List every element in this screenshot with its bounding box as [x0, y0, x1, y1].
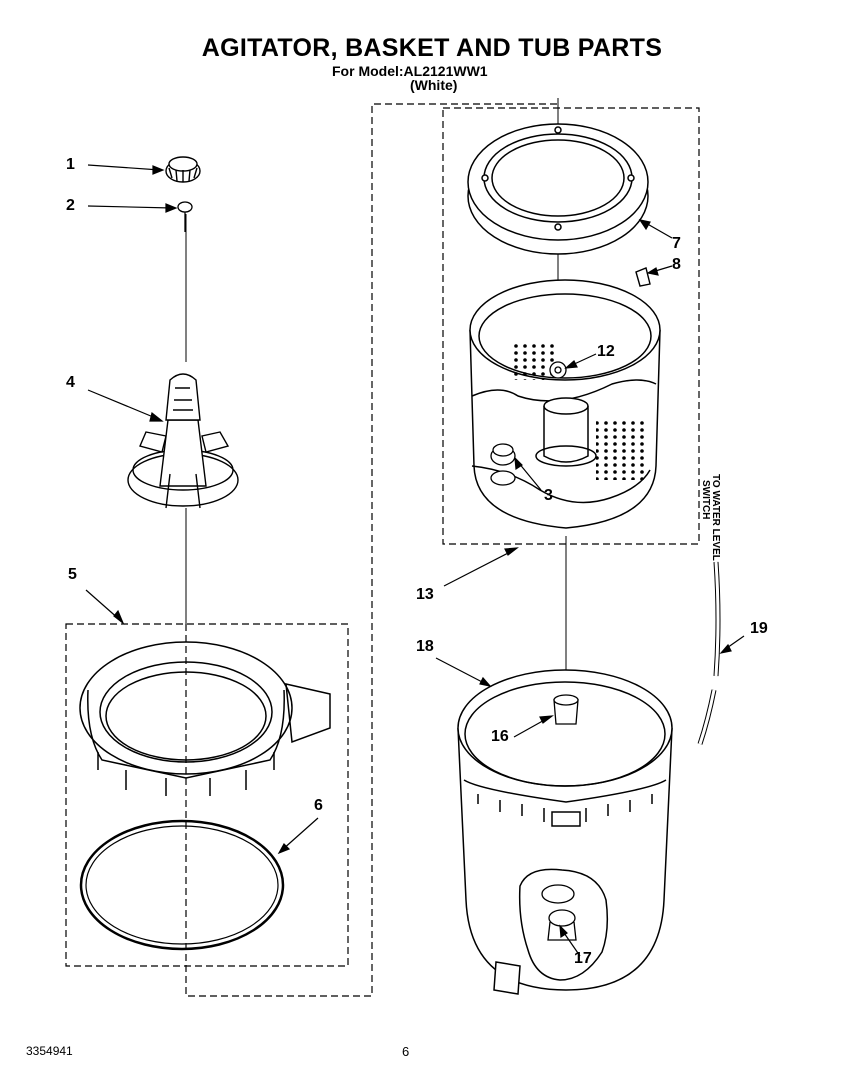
part-17-drain-hose-adapter [541, 884, 577, 941]
basket [469, 279, 661, 529]
part-4-agitator [127, 373, 239, 509]
callout-13: 13 [416, 586, 434, 603]
callout-5: 5 [68, 566, 77, 583]
callout-8: 8 [672, 256, 681, 273]
callout-12: 12 [597, 343, 615, 360]
callout-6: 6 [314, 797, 323, 814]
part-12-nut [549, 361, 567, 379]
callout-2: 2 [66, 197, 75, 214]
shaft-path-outline [185, 103, 558, 997]
part-16-hub [553, 694, 579, 725]
part-5-tub-ring [79, 641, 331, 796]
callout-7: 7 [672, 235, 681, 252]
callout-19: 19 [750, 620, 768, 637]
model-line: For Model:AL2121WW1 [332, 63, 488, 79]
color-label: (White) [410, 77, 458, 93]
group-box-5 [65, 623, 349, 967]
part-7-balance-ring [467, 123, 649, 255]
page-title: AGITATOR, BASKET AND TUB PARTS [201, 34, 663, 62]
water-level-switch-note: TO WATER LEVEL SWITCH [699, 474, 739, 564]
part-2-bolt [177, 201, 193, 232]
callout-4: 4 [66, 374, 75, 391]
part-1-agitator-cap [165, 156, 201, 183]
page-number: 6 [402, 1044, 410, 1059]
part-18-tub [457, 669, 673, 995]
callout-17: 17 [574, 950, 592, 967]
part-8-clip [635, 267, 651, 287]
side-note-line-2: SWITCH [700, 480, 711, 520]
document-number: 3354941 [26, 1044, 73, 1058]
callout-16: 16 [491, 728, 509, 745]
group-box-13 [442, 107, 700, 545]
callout-18: 18 [416, 638, 434, 655]
side-note-line-1: TO WATER LEVEL [710, 474, 721, 561]
part-6-tub-ring-gasket [79, 819, 285, 951]
callout-3: 3 [544, 487, 553, 504]
part-3-plug [490, 443, 516, 486]
callout-1: 1 [66, 156, 75, 173]
part-19-pressure-hose [697, 561, 721, 745]
